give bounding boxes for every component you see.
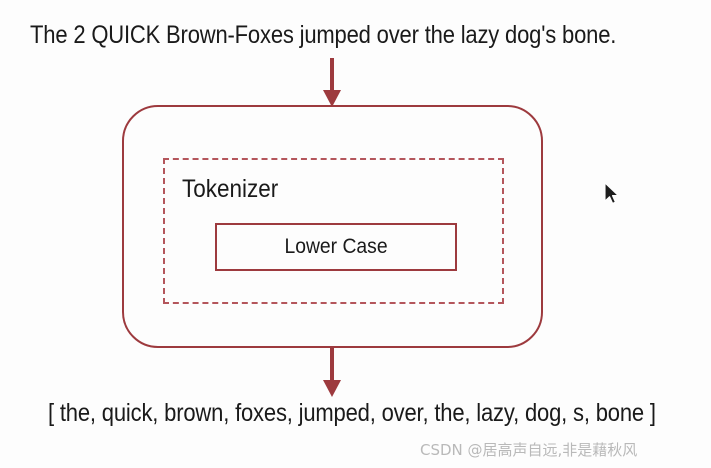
lower-case-stage-box[interactable]: Lower Case [215, 223, 457, 271]
arrow-shaft [330, 58, 334, 92]
lower-case-label: Lower Case [284, 235, 388, 258]
input-arrow-icon [319, 58, 345, 108]
mouse-pointer-icon [604, 182, 619, 204]
output-arrow-icon [319, 346, 345, 398]
arrow-head [323, 380, 341, 397]
tokenizer-container: Tokenizer Lower Case [122, 105, 543, 348]
csdn-watermark: CSDN @居高声自远,非是藉秋风 [420, 441, 638, 459]
tokenizer-group-box: Tokenizer Lower Case [163, 158, 504, 304]
input-sentence-text: The 2 QUICK Brown-Foxes jumped over the … [30, 21, 617, 49]
output-tokens-text: [ the, quick, brown, foxes, jumped, over… [48, 399, 656, 427]
arrow-head [323, 90, 341, 107]
tokenizer-label: Tokenizer [182, 175, 279, 203]
arrow-shaft [330, 346, 334, 382]
